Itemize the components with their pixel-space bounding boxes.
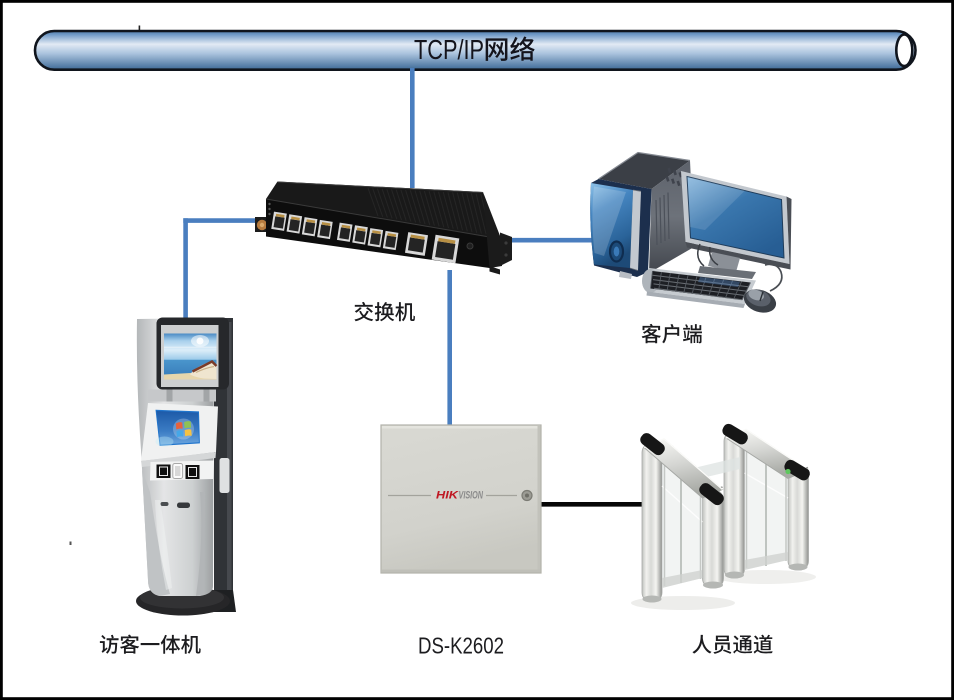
svg-text:VISION: VISION [459,490,484,502]
svg-text:DS-K2602: DS-K2602 [418,633,504,659]
svg-text:TCP/IP: TCP/IP [414,34,484,65]
svg-text:HIK: HIK [436,490,459,502]
